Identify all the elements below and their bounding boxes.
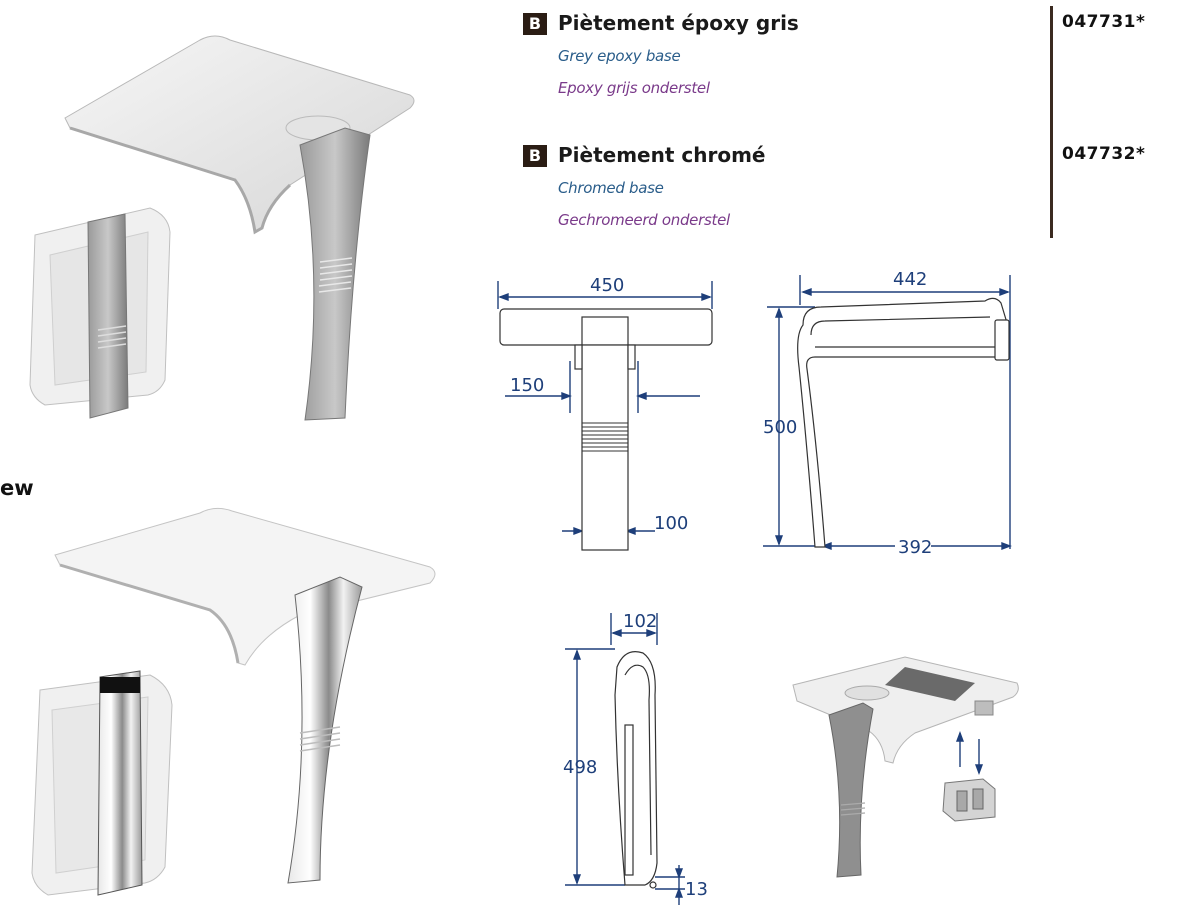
variant-title-nl: Epoxy grijs onderstel — [558, 79, 710, 97]
edge-fragment-text: ew — [0, 476, 34, 500]
side-view-drawing: 442 500 392 — [763, 269, 1012, 558]
product-reference: 047731* — [1062, 12, 1146, 32]
variant-title-nl: Gechromeerd onderstel — [558, 211, 730, 229]
chrome-seat-photo — [31, 507, 436, 896]
variant-title-en: Grey epoxy base — [558, 47, 681, 65]
folded-view-drawing: 102 498 13 — [563, 611, 708, 905]
dim-folded-depth: 102 — [623, 611, 657, 632]
variant-title-fr: Piètement époxy gris — [558, 11, 799, 35]
variant-badge: B — [523, 145, 547, 167]
product-reference: 047732* — [1062, 144, 1146, 164]
grey-seat-photo — [29, 35, 415, 421]
dim-side-depth: 442 — [893, 269, 927, 290]
column-divider — [1050, 6, 1053, 238]
dim-front-mount: 150 — [510, 375, 544, 396]
front-view-drawing: 450 150 100 — [497, 275, 713, 551]
dim-folded-gap: 13 — [685, 879, 708, 900]
bracket-removal-photo — [792, 656, 1019, 878]
variant-title-en: Chromed base — [558, 179, 664, 197]
dim-side-height: 500 — [763, 417, 797, 438]
dim-folded-height: 498 — [563, 757, 597, 778]
variant-badge: B — [523, 13, 547, 35]
dim-front-width: 450 — [590, 275, 624, 296]
dim-side-base: 392 — [898, 537, 932, 558]
dim-front-leg: 100 — [654, 513, 688, 534]
variant-title-fr: Piètement chromé — [558, 143, 766, 167]
